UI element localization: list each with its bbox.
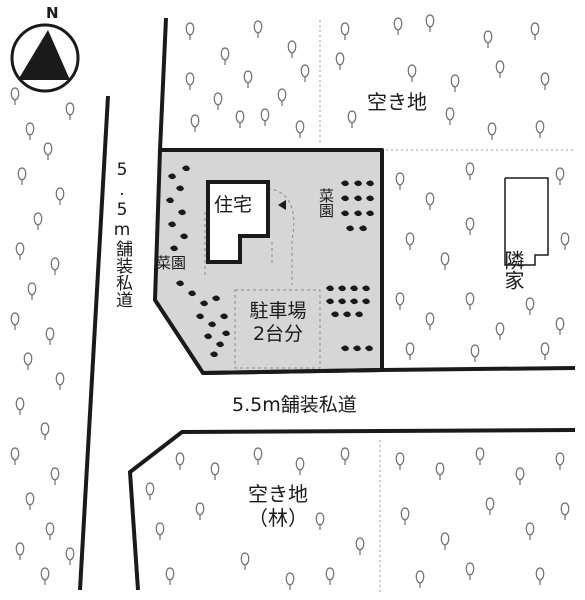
road-west-edge-right [158, 17, 168, 151]
garden-right-label: 菜園 [317, 188, 335, 218]
road-south-label: 5.5m舗装私道 [232, 394, 357, 416]
compass-north-label: N [46, 4, 59, 22]
parking-label: 駐車場 2台分 [236, 300, 320, 346]
vacant-lot-north-label: 空き地 [367, 90, 427, 114]
parking-label-line2: 2台分 [252, 322, 304, 345]
road-south-edge-bottom [127, 428, 576, 591]
parking-outline [234, 289, 321, 369]
trees-north [185, 14, 550, 141]
house-label: 住宅 [214, 194, 253, 216]
vacant-south-line2: （林） [248, 506, 308, 530]
neighbor-house-outline [504, 177, 549, 266]
road-west-label: 5.5m舗装私道 [112, 160, 132, 308]
driveway-outline [261, 187, 295, 285]
north-arrow-icon [18, 30, 70, 80]
compass-circle [10, 23, 80, 93]
trees-west [10, 87, 75, 586]
house-outline [206, 180, 270, 264]
vacant-lot-south-label: 空き地 （林） [238, 482, 318, 530]
road-west-edge-left [78, 95, 110, 591]
entrance-arrow [278, 200, 286, 210]
neighbor-house-label: 隣家 [501, 250, 525, 290]
road-south-edge-top [202, 366, 576, 375]
vacant-south-line1: 空き地 [248, 482, 308, 506]
parking-label-line1: 駐車場 [249, 300, 307, 322]
garden-left-label: 菜園 [156, 254, 187, 272]
trees-south [145, 447, 570, 591]
